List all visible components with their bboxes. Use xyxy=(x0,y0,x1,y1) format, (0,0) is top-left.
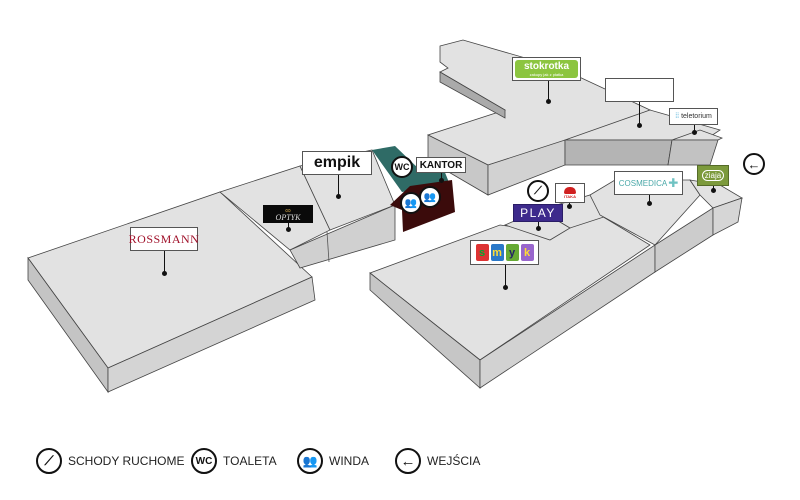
map-legend: ⟋ SCHODY RUCHOME WC TOALETA 👥 WINDA ← WE… xyxy=(0,440,800,490)
kantor-label: KANTOR xyxy=(419,159,463,171)
stokrotka-label: stokrotka xyxy=(523,60,569,72)
legend-wc-label: TOALETA xyxy=(223,454,277,468)
smyk-pin xyxy=(503,264,508,290)
play-sign[interactable]: PLAY xyxy=(513,204,563,222)
kantor-pin xyxy=(439,172,444,183)
stokrotka-logo: stokrotka zakupy jak z płatka xyxy=(515,60,578,78)
blank-store-pin xyxy=(637,101,642,128)
wc-icon: WC xyxy=(191,448,217,474)
left-wing-right-side xyxy=(107,276,316,393)
mall-floor-map: ROSSMANN ∞ OPTYK empik KANTOR stokrotka … xyxy=(27,39,765,394)
play-pin xyxy=(536,221,541,231)
top-wing xyxy=(426,39,724,196)
empik-sign[interactable]: empik xyxy=(302,151,372,175)
elevator-icon: 👥 xyxy=(297,448,323,474)
glasses-icon: ∞ xyxy=(285,205,291,215)
ziaja-sign[interactable]: ziaja xyxy=(697,165,729,186)
teletorium-sign[interactable]: ⁞⁞ teletorium xyxy=(669,108,718,125)
escalator-icon[interactable]: ⟋ xyxy=(527,180,549,202)
rossmann-sign[interactable]: ROSSMANN xyxy=(128,227,200,251)
kantor-sign[interactable]: KANTOR xyxy=(416,157,466,173)
entrance-icon[interactable]: ← xyxy=(743,153,765,175)
legend-elevator-label: WINDA xyxy=(329,454,369,468)
smyk-sign[interactable]: s m y k xyxy=(470,240,539,265)
legend-entrance-label: WEJŚCIA xyxy=(427,454,481,468)
rossmann-pin xyxy=(162,250,167,276)
cosmedica-label: COSMEDICA xyxy=(618,178,668,188)
teletorium-pin xyxy=(692,125,697,135)
stokrotka-tagline: zakupy jak z płatka xyxy=(529,71,564,77)
teletorium-dots-icon: ⁞⁞ xyxy=(675,113,680,120)
ziaja-side xyxy=(712,197,743,236)
ziaja-pin xyxy=(711,185,716,193)
blank-store-sign[interactable] xyxy=(605,78,674,102)
itaka-label: ITAKA xyxy=(564,194,576,199)
stokrotka-sign[interactable]: stokrotka zakupy jak z płatka xyxy=(512,57,581,81)
stokrotka-pin xyxy=(546,80,551,104)
teletorium-label: teletorium xyxy=(681,113,712,120)
legend-entrance: ← WEJŚCIA xyxy=(395,448,480,474)
elevator-icon-2[interactable]: 👥 xyxy=(419,186,441,208)
top-wing-left-side xyxy=(439,71,506,119)
smyk-letter-s: s xyxy=(475,244,489,261)
left-wing xyxy=(27,146,455,394)
itaka-pin xyxy=(567,201,572,209)
smyk-letter-m: m xyxy=(490,244,504,261)
smyk-letter-k: k xyxy=(520,244,534,261)
play-label: PLAY xyxy=(520,206,556,220)
cosmedica-pin xyxy=(647,194,652,206)
optyk-sign[interactable]: ∞ OPTYK xyxy=(263,205,313,223)
floor-plan xyxy=(27,39,743,394)
cosmedica-sign[interactable]: COSMEDICA ✚ xyxy=(614,171,683,195)
teletorium-side xyxy=(667,139,719,166)
wc-icon[interactable]: WC xyxy=(391,156,413,178)
entrance-icon: ← xyxy=(395,448,421,474)
escalator-icon: ⟋ xyxy=(36,448,62,474)
legend-wc: WC TOALETA xyxy=(191,448,277,474)
itaka-logo-icon xyxy=(564,187,576,194)
legend-escalator-label: SCHODY RUCHOME xyxy=(68,454,185,468)
legend-escalator: ⟋ SCHODY RUCHOME xyxy=(36,448,184,474)
smyk-letter-y: y xyxy=(505,244,519,261)
cross-icon: ✚ xyxy=(668,176,679,190)
ziaja-label: ziaja xyxy=(701,170,725,181)
itaka-sign[interactable]: ITAKA xyxy=(555,183,585,203)
corridor-left-side xyxy=(289,204,396,269)
optyk-pin xyxy=(286,222,291,232)
empik-pin xyxy=(336,173,341,199)
empik-label: empik xyxy=(313,154,361,171)
top-wing-right-side xyxy=(564,139,673,166)
rossmann-label: ROSSMANN xyxy=(128,231,200,246)
legend-elevator: 👥 WINDA xyxy=(297,448,369,474)
optyk-label: OPTYK xyxy=(275,212,301,222)
